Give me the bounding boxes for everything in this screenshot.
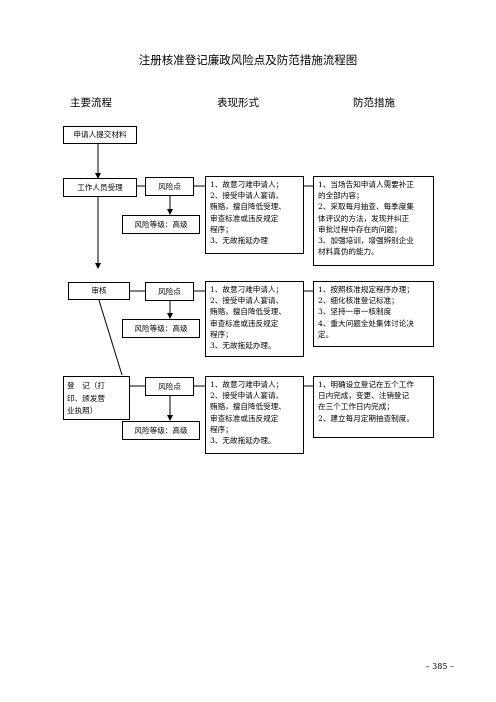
step-review-box: 审核 — [68, 282, 130, 300]
page-number: – 385 – — [425, 662, 454, 671]
line-review-to-register — [97, 296, 123, 376]
measure-line: 材料真伪的能力。 — [318, 247, 379, 257]
form-line: 贿赂，擅自降低受理、 — [210, 402, 286, 412]
step-line: 业执照） — [67, 406, 98, 415]
measure-box-2: 1、按照核准规定程序办理； 2、细化核准登记标准； 3、坚持一审一核制度 4、重… — [313, 281, 434, 347]
form-line: 3、无故拖延办理。 — [210, 341, 276, 351]
header-form: 表现形式 — [217, 97, 259, 109]
form-line: 程序； — [210, 424, 233, 434]
form-line: 1、故意刁难申请人； — [210, 180, 284, 189]
measure-line: 1、明确设立登记在五个工作 — [318, 380, 414, 389]
measure-line: 2、采取每月抽查、每季度集 — [318, 202, 414, 212]
measure-line: 的全部内容； — [318, 191, 364, 201]
header-measures: 防范措施 — [353, 97, 395, 109]
measure-line: 2、建立每月定期抽查制度。 — [318, 413, 414, 423]
form-line: 审查标准或违反规定 — [210, 213, 279, 223]
form-line: 程序； — [210, 224, 233, 234]
form-line: 审查标准或违反规定 — [210, 318, 279, 328]
risk-point-box-2: 风险点 — [145, 282, 194, 301]
measure-line: 在三个工作日内完成； — [318, 402, 394, 412]
risk-point-box-3: 风险点 — [145, 377, 194, 396]
header-process: 主要流程 — [70, 97, 112, 109]
form-box-3: 1、故意刁难申请人； 2、接受申请人宴请、 贿赂，擅自降低受理、 审查标准或违反… — [205, 376, 304, 454]
measure-line: 日内完成，变更、注销登记 — [318, 391, 410, 401]
measure-line: 3、加强培训，增强辨别企业 — [318, 236, 414, 246]
measure-line: 1、按照核准规定程序办理； — [318, 285, 414, 294]
page-title: 注册核准登记廉政风险点及防范措施流程图 — [138, 53, 358, 67]
form-line: 2、接受申请人宴请、 — [210, 391, 284, 401]
form-line: 1、故意刁难申请人； — [210, 380, 284, 389]
form-line: 3、无故拖延办理。 — [210, 436, 276, 446]
measure-line: 体评议的方法，发现并纠正 — [318, 213, 410, 223]
measure-line: 2、细化核准登记标准； — [318, 296, 399, 306]
measure-line: 4、重大问题全处集体讨论决 — [318, 318, 414, 328]
measure-line: 定。 — [318, 329, 334, 339]
risk-level-box-2: 风险等级：高级 — [122, 319, 200, 338]
measure-line: 1、当场告知申请人需要补正 — [318, 180, 414, 189]
measure-box-3: 1、明确设立登记在五个工作 日内完成，变更、注销登记 在三个工作日内完成； 2、… — [313, 376, 434, 438]
form-box-1: 1、故意刁难申请人； 2、接受申请人宴请、 贿赂，擅自降低受理、 审查标准或违反… — [205, 176, 304, 254]
measure-line: 审批过程中存在的问题； — [318, 224, 402, 234]
step-accept-box: 工作人员受理 — [63, 178, 137, 197]
form-line: 贿赂，擅自降低受理、 — [210, 202, 286, 212]
form-line: 3、无故拖延办理 — [210, 236, 268, 246]
measure-line: 3、坚持一审一核制度 — [318, 307, 392, 317]
measure-box-1: 1、当场告知申请人需要补正 的全部内容； 2、采取每月抽查、每季度集 体评议的方… — [313, 176, 434, 266]
step-register-box: 登 记（打 印、颁发营 业执照） — [63, 376, 130, 420]
risk-level-box-3: 风险等级：高级 — [122, 421, 200, 440]
step-line: 登 记（打 — [67, 381, 105, 390]
form-line: 1、故意刁难申请人； — [210, 285, 284, 294]
form-line: 程序； — [210, 329, 233, 339]
risk-point-box-1: 风险点 — [145, 177, 194, 196]
risk-level-box-1: 风险等级：高级 — [122, 215, 200, 234]
form-line: 审查标准或违反规定 — [210, 413, 279, 423]
form-box-2: 1、故意刁难申请人； 2、接受申请人宴请、 贿赂，擅自降低受理、 审查标准或违反… — [205, 281, 304, 357]
start-box: 申请人提交材料 — [63, 126, 137, 144]
form-line: 贿赂，擅自降低受理、 — [210, 307, 286, 317]
form-line: 2、接受申请人宴请、 — [210, 296, 284, 306]
step-line: 印、颁发营 — [67, 393, 105, 403]
form-line: 2、接受申请人宴请、 — [210, 191, 284, 201]
